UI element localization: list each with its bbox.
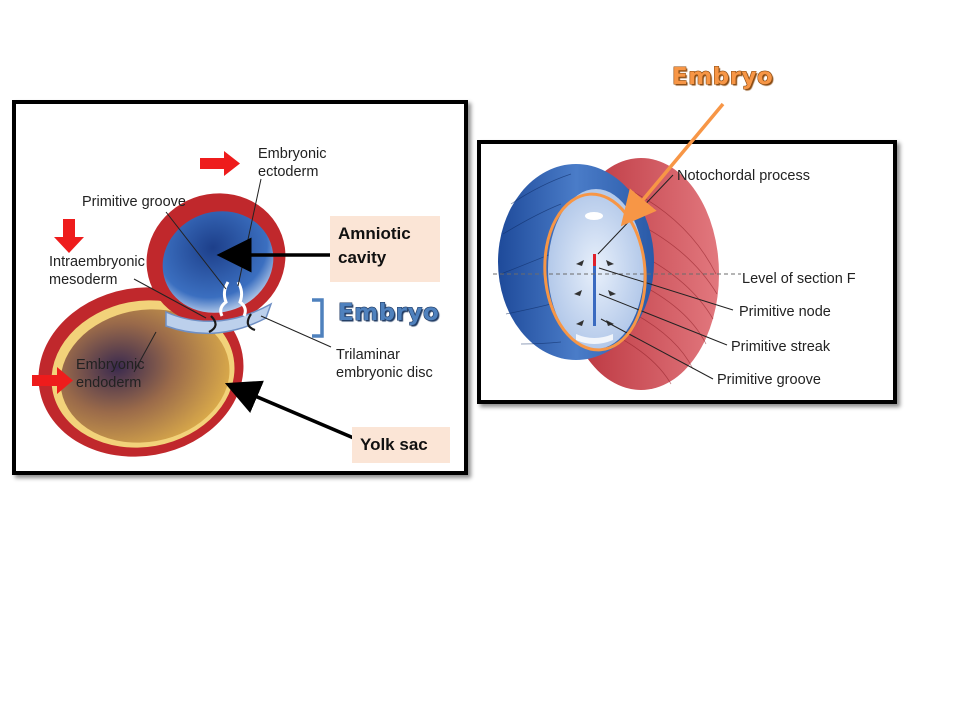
red-arrow-endoderm: [32, 367, 73, 394]
label-primitive-groove: Primitive groove: [82, 194, 186, 210]
label-primitive-node: Primitive node: [739, 304, 831, 320]
label-primitive-streak: Primitive streak: [731, 339, 831, 355]
red-arrow-mesoderm: [54, 219, 84, 253]
right-diagram: Notochordal process Level of section F P…: [493, 158, 856, 390]
yolk-sac-callout: Yolk sac: [352, 427, 450, 463]
label-level-of-section: Level of section F: [742, 271, 856, 287]
amniotic-cavity-callout: Amniotic cavity: [330, 216, 440, 282]
embryo-outline: [543, 192, 647, 352]
amniotic-callout-line1: Amniotic: [338, 224, 411, 243]
yolk-sac-cavity: [60, 309, 230, 443]
label-primitive-groove-right: Primitive groove: [717, 372, 821, 388]
yolk-pointer-arrow: [224, 380, 357, 441]
right-figure-panel: Notochordal process Level of section F P…: [477, 140, 897, 404]
primitive-streak-mark: [593, 266, 596, 326]
embryo-label-left: Embryo: [338, 300, 440, 326]
embryo-label-top: Embryo: [672, 64, 774, 90]
red-arrow-ectoderm: [200, 151, 240, 176]
amniotic-callout-line2: cavity: [338, 248, 387, 267]
label-notochordal-process: Notochordal process: [677, 168, 810, 184]
embryo-bracket: [312, 298, 324, 338]
